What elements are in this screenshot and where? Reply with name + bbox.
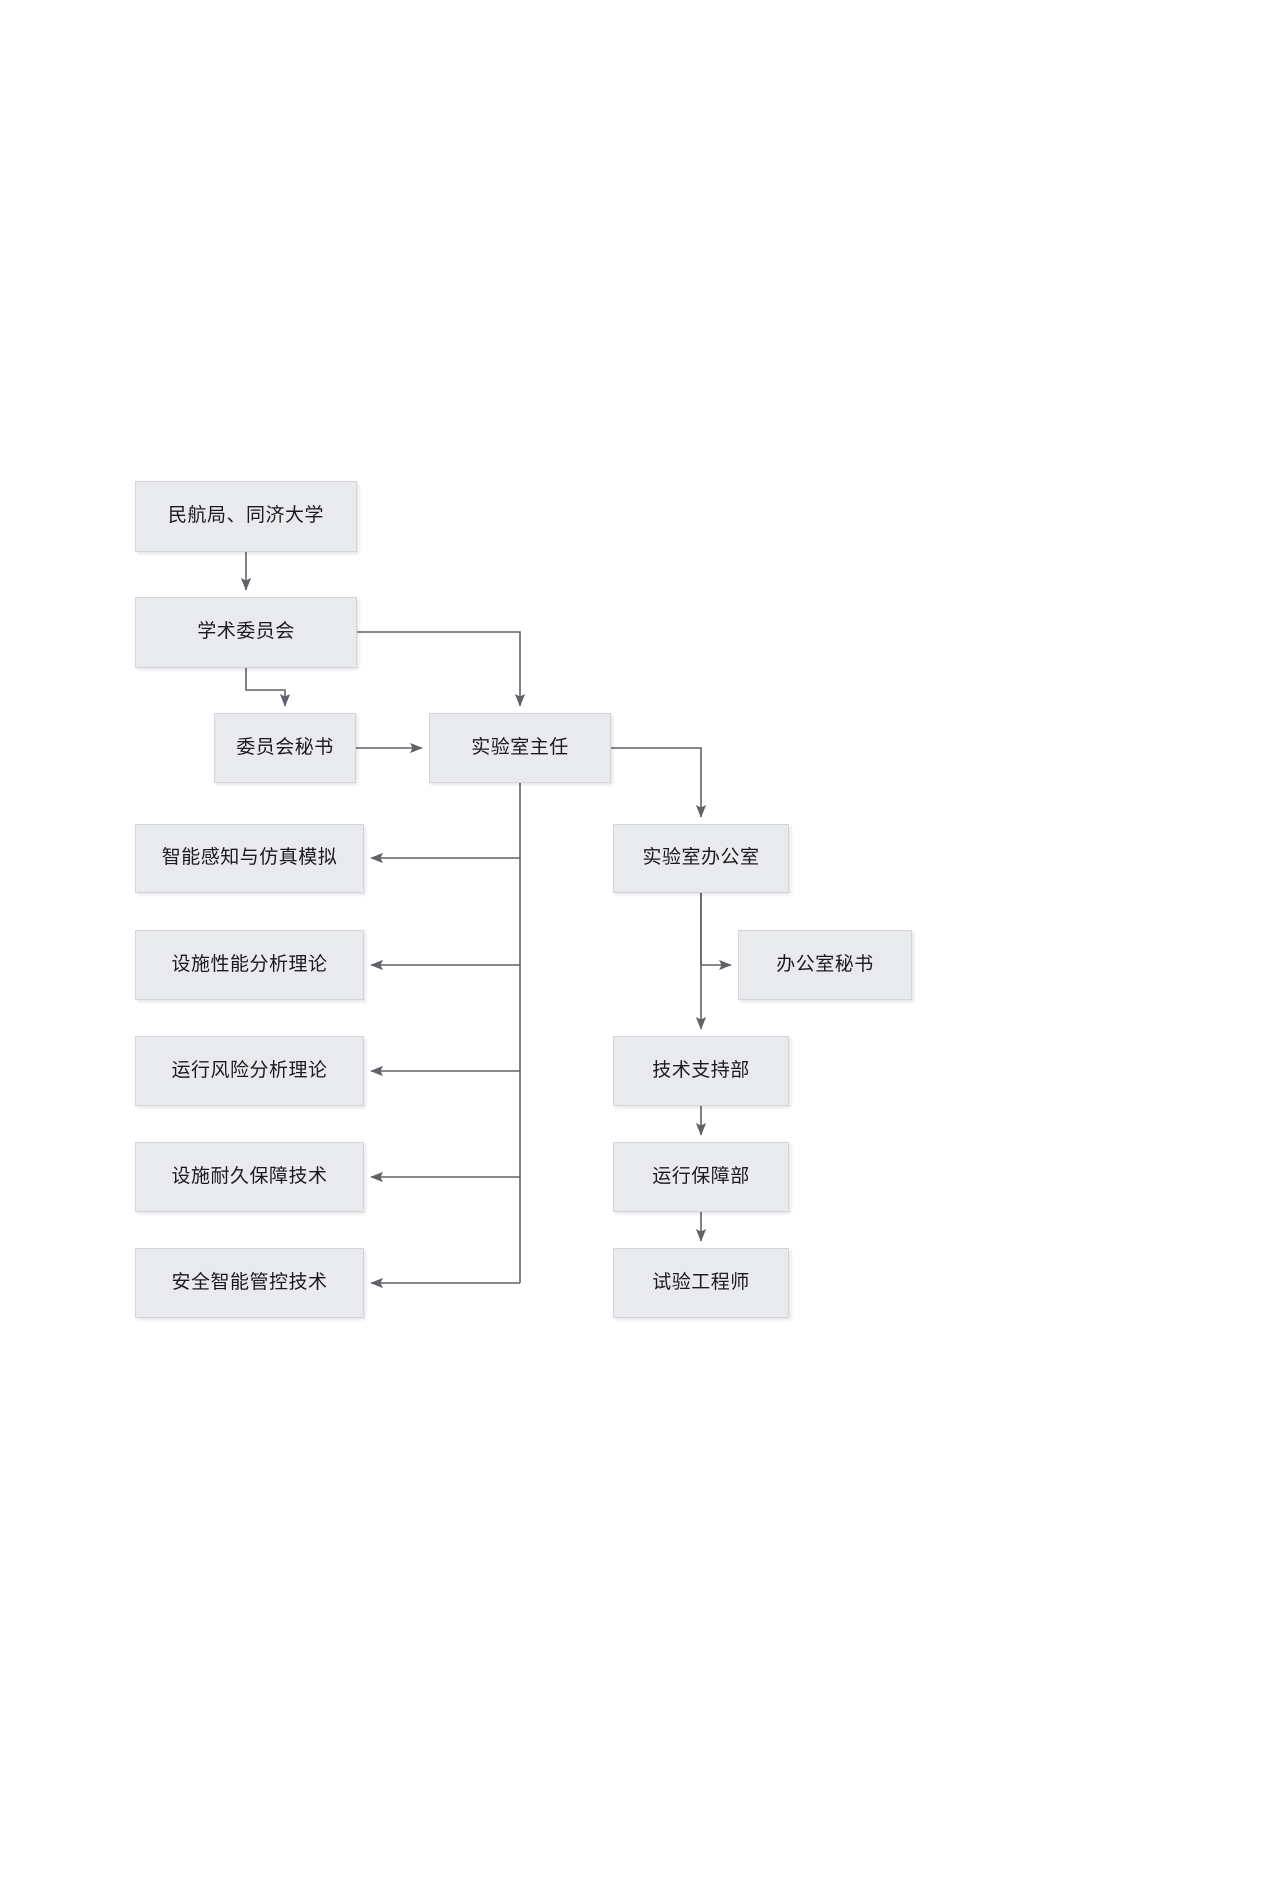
edge-committee-to-secretary	[245, 668, 291, 707]
node-label: 技术支持部	[652, 1059, 750, 1081]
node-committee-secretary[interactable]: 委员会秘书	[214, 713, 356, 783]
node-label: 设施耐久保障技术	[171, 1165, 328, 1187]
edge-director-to-lab-office	[611, 747, 707, 818]
node-label: 运行保障部	[652, 1165, 750, 1187]
node-facility-durability-technology[interactable]: 设施耐久保障技术	[135, 1142, 364, 1212]
node-test-engineer[interactable]: 试验工程师	[613, 1248, 789, 1318]
node-intelligent-perception-simulation[interactable]: 智能感知与仿真模拟	[135, 824, 364, 893]
node-caac-tongji[interactable]: 民航局、同济大学	[135, 481, 357, 552]
node-facility-performance-analysis[interactable]: 设施性能分析理论	[135, 930, 364, 1000]
node-academic-committee[interactable]: 学术委员会	[135, 597, 357, 668]
node-label: 智能感知与仿真模拟	[161, 847, 338, 869]
node-lab-director[interactable]: 实验室主任	[429, 713, 611, 783]
node-operation-risk-analysis[interactable]: 运行风险分析理论	[135, 1036, 364, 1106]
node-label: 学术委员会	[197, 621, 295, 643]
node-label: 运行风险分析理论	[171, 1059, 328, 1081]
node-label: 实验室主任	[471, 736, 569, 758]
node-lab-office[interactable]: 实验室办公室	[613, 824, 789, 893]
node-ops-support-dept[interactable]: 运行保障部	[613, 1142, 789, 1212]
node-label: 民航局、同济大学	[167, 505, 324, 527]
node-label: 设施性能分析理论	[171, 953, 328, 975]
node-label: 试验工程师	[652, 1271, 750, 1293]
node-tech-support-dept[interactable]: 技术支持部	[613, 1036, 789, 1106]
node-safety-intelligent-control-technology[interactable]: 安全智能管控技术	[135, 1248, 364, 1318]
edge-lab-office-to-office-secretary	[700, 893, 732, 971]
node-label: 办公室秘书	[776, 953, 874, 975]
node-office-secretary[interactable]: 办公室秘书	[738, 930, 912, 1000]
edge-committee-to-director	[357, 631, 526, 707]
node-label: 安全智能管控技术	[171, 1271, 328, 1293]
node-label: 委员会秘书	[236, 736, 334, 758]
node-label: 实验室办公室	[642, 847, 760, 869]
